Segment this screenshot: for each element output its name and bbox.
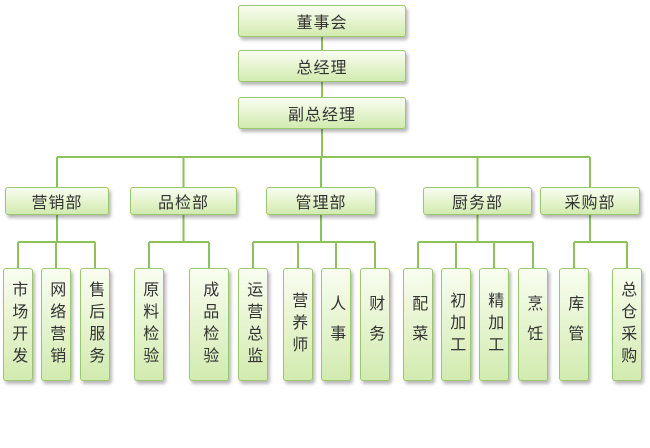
node-unit: 人事 (321, 268, 351, 381)
node-label: 运营总监 (244, 280, 264, 369)
node-label: 精加工 (485, 291, 505, 358)
node-department: 厨务部 (423, 187, 532, 215)
node-label: 管理部 (295, 193, 347, 212)
node-label: 财务 (366, 294, 386, 355)
node-general-manager: 总经理 (238, 50, 406, 82)
node-department: 管理部 (266, 187, 376, 215)
node-unit: 烹饪 (518, 268, 548, 381)
node-board: 董事会 (238, 5, 406, 37)
node-label: 库管 (565, 294, 585, 355)
node-label: 厨务部 (451, 193, 503, 212)
node-label: 总经理 (296, 58, 348, 77)
node-department: 采购部 (540, 187, 640, 215)
node-unit: 成品检验 (189, 268, 229, 381)
node-label: 烹饪 (524, 294, 544, 355)
node-label: 董事会 (296, 13, 348, 32)
node-label: 营销部 (31, 193, 83, 212)
node-unit: 运营总监 (238, 268, 268, 381)
node-label: 副总经理 (287, 105, 356, 124)
node-unit: 网络营销 (41, 268, 71, 381)
node-label: 采购部 (564, 193, 616, 212)
node-label: 市场开发 (9, 280, 29, 369)
node-unit: 库管 (559, 268, 589, 381)
node-unit: 市场开发 (3, 268, 33, 381)
node-unit: 原料检验 (134, 268, 164, 381)
node-label: 人事 (327, 294, 347, 355)
node-label: 配菜 (409, 294, 429, 355)
node-unit: 初加工 (441, 268, 471, 381)
node-label: 原料检验 (140, 280, 160, 369)
node-unit: 精加工 (479, 268, 509, 381)
node-unit: 营养师 (283, 268, 313, 381)
node-label: 营养师 (289, 291, 309, 358)
node-label: 初加工 (447, 291, 467, 358)
node-label: 品检部 (157, 193, 209, 212)
node-label: 成品检验 (200, 280, 220, 369)
node-unit: 财务 (360, 268, 390, 381)
node-label: 售后服务 (86, 280, 106, 369)
node-unit: 总仓采购 (612, 268, 642, 381)
node-label: 网络营销 (47, 280, 67, 369)
node-department: 品检部 (130, 187, 237, 215)
node-deputy-general-manager: 副总经理 (238, 97, 406, 129)
node-unit: 售后服务 (80, 268, 110, 381)
node-department: 营销部 (5, 187, 109, 215)
node-unit: 配菜 (403, 268, 433, 381)
node-label: 总仓采购 (618, 280, 638, 369)
